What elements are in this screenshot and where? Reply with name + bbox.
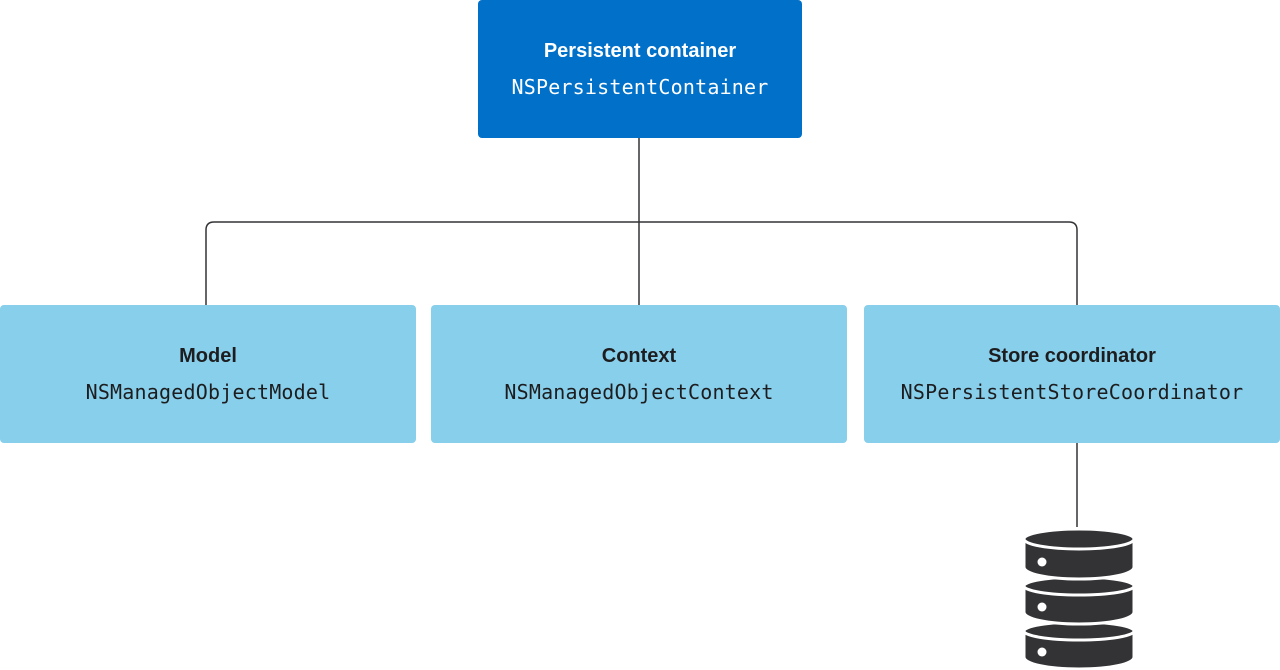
store-coordinator-title: Store coordinator [988,345,1156,367]
persistent-container-box: Persistent container NSPersistentContain… [478,0,802,138]
context-title: Context [601,345,677,367]
persistent-container-class: NSPersistentContainer [511,75,769,99]
branch-to-model-line [205,221,639,305]
persistent-container-title: Persistent container [543,40,737,62]
context-box: Context NSManagedObjectContext [431,305,847,443]
database-icon [1022,527,1136,670]
store-coordinator-class: NSPersistentStoreCoordinator [900,380,1244,404]
model-box: Model NSManagedObjectModel [0,305,416,443]
branch-to-coordinator-line [639,221,1078,305]
model-class: NSManagedObjectModel [85,380,331,404]
context-class: NSManagedObjectContext [504,380,774,404]
store-coordinator-box: Store coordinator NSPersistentStoreCoord… [864,305,1280,443]
model-title: Model [179,345,237,367]
